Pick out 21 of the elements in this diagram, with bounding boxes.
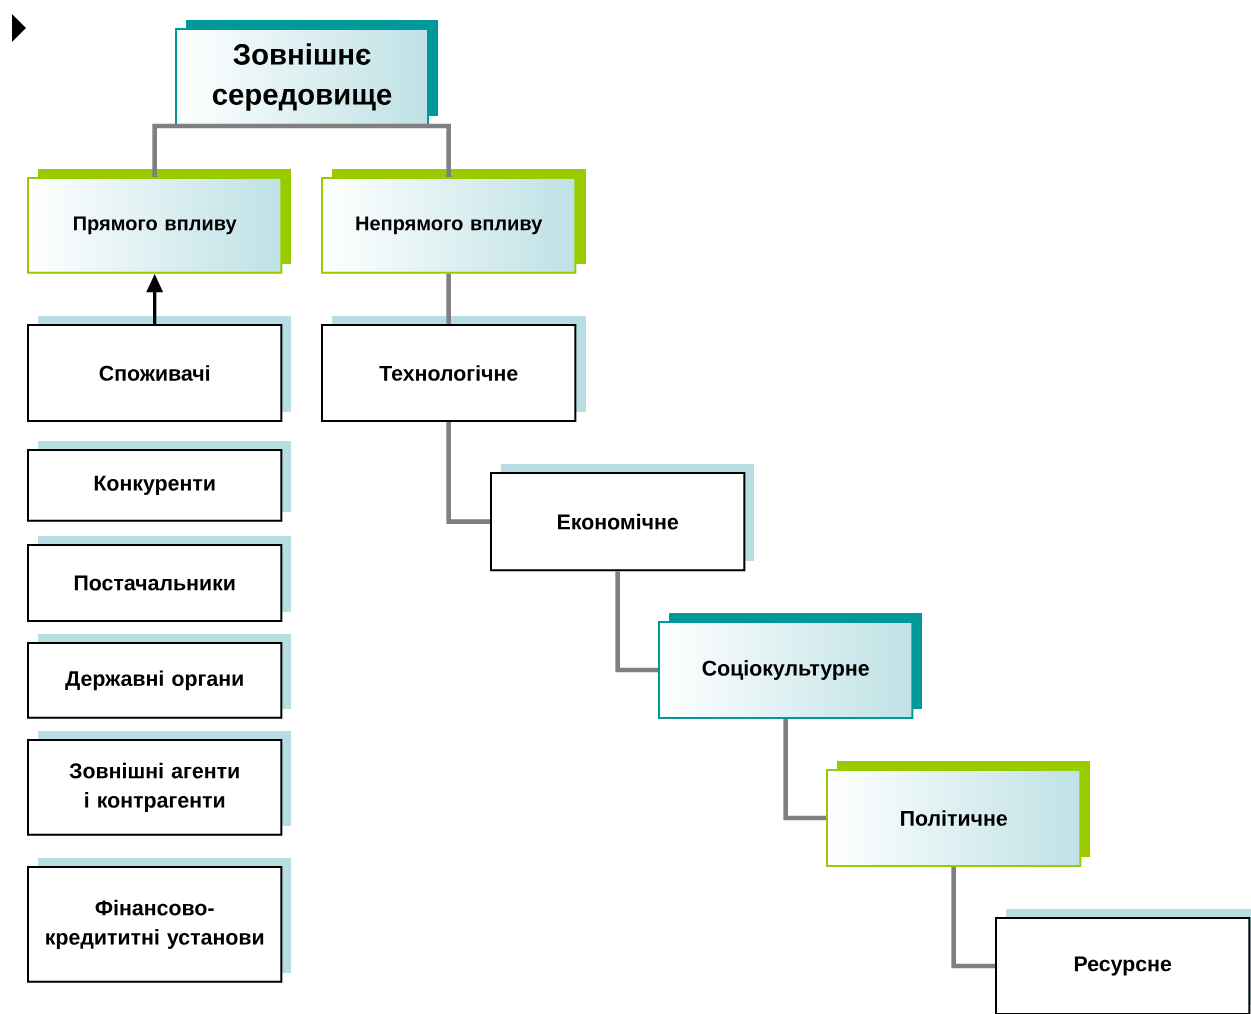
box: Споживачі [27, 316, 291, 422]
connector-line [783, 719, 826, 821]
connector-line [446, 273, 451, 324]
box: Конкуренти [27, 441, 291, 522]
connector-line [446, 422, 490, 524]
box: Державні органи [27, 634, 291, 719]
connector-line [951, 867, 995, 969]
box: Політичне [826, 761, 1090, 867]
box: Зовнішнє середовище [175, 20, 438, 126]
box: Ресурсне [995, 909, 1251, 1014]
box: Непрямого впливу [321, 169, 586, 274]
box: Економічне [490, 464, 754, 572]
box: Зовнішні агенти і контрагенти [27, 731, 291, 836]
box: Соціокультурне [658, 613, 922, 719]
box: Технологічне [321, 316, 586, 422]
box: Прямого впливу [27, 169, 291, 274]
box: Постачальники [27, 536, 291, 622]
box: Фінансово-кредититні установи [27, 858, 291, 983]
connector-line [302, 123, 451, 177]
connector-line [615, 571, 658, 673]
connector-line [152, 123, 302, 177]
